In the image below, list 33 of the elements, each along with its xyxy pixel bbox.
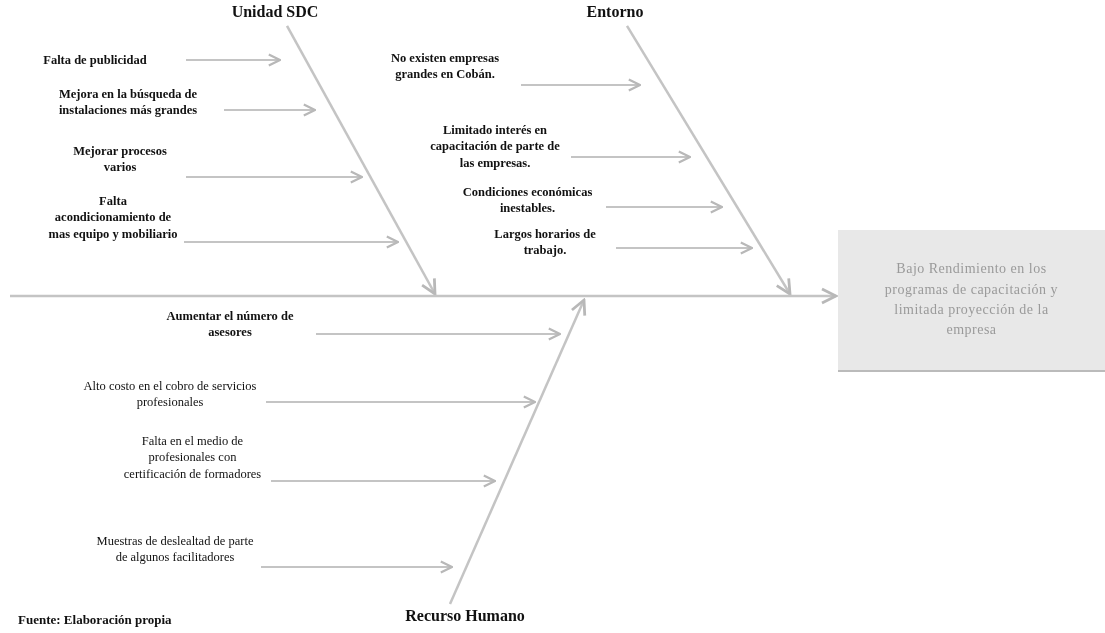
cause-text: Muestras de deslealtad de parte de algunos facilitadores (95, 533, 255, 566)
effect-box: Bajo Rendimiento en los programas de capacitación y limitada proyección de la empresa (838, 230, 1105, 372)
category-heading: Recurso Humano (404, 606, 526, 626)
spine-arrow (10, 287, 838, 305)
source-note: Fuente: Elaboración propia (18, 612, 172, 628)
cause-arrow (223, 103, 317, 117)
category-heading: Unidad SDC (230, 2, 320, 22)
cause-arrow (315, 327, 562, 341)
cause-arrow (183, 235, 400, 249)
category-bone-arrow (448, 298, 587, 605)
cause-text: Falta de publicidad (42, 52, 148, 69)
cause-arrow (605, 200, 724, 214)
cause-arrow (260, 560, 454, 574)
cause-text: Alto costo en el cobro de servicios profesionales (82, 378, 258, 411)
cause-text: Largos horarios de trabajo. (493, 226, 597, 259)
cause-text: Limitado interés en capacitación de parte de las empresas. (429, 122, 561, 171)
cause-arrow (270, 474, 497, 488)
cause-text: Condiciones económicas inestables. (461, 184, 594, 217)
category-bone-arrow (625, 25, 792, 296)
cause-text: Falta acondicionamiento de mas equipo y mobiliario (48, 193, 178, 242)
cause-text: Mejorar procesos varios (72, 143, 168, 176)
cause-arrow (185, 170, 364, 184)
category-heading: Entorno (585, 2, 645, 22)
cause-text: No existen empresas grandes en Cobán. (389, 50, 501, 83)
category-bone-arrow (285, 25, 437, 296)
cause-arrow (185, 53, 282, 67)
cause-arrow (520, 78, 642, 92)
cause-arrow (265, 395, 537, 409)
cause-text: Aumentar el número de asesores (165, 308, 295, 341)
cause-arrow (570, 150, 692, 164)
cause-arrow (615, 241, 754, 255)
cause-text: Mejora en la búsqueda de instalaciones más grandes (57, 86, 199, 119)
cause-text: Falta en el medio de profesionales con certificación de formadores (122, 433, 263, 482)
